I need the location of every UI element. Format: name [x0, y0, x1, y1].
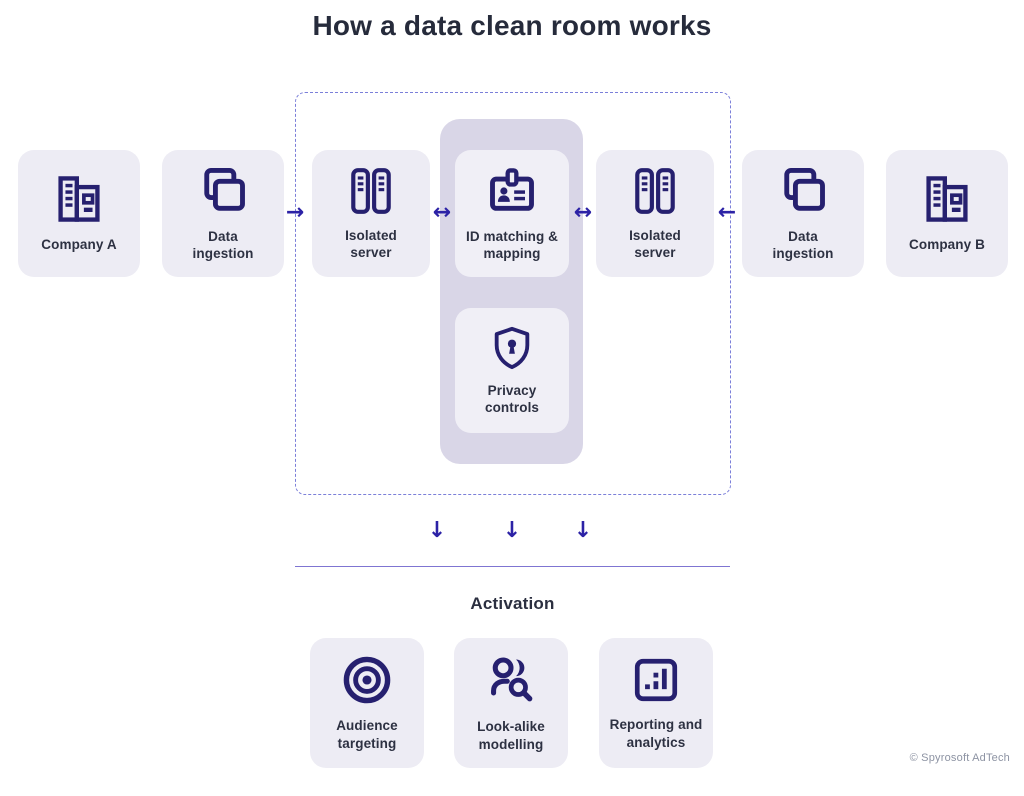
reporting-analytics-box: Reporting and analytics: [599, 638, 713, 768]
building-icon: [920, 173, 974, 225]
arrow-down-icon: ↓: [573, 518, 593, 543]
data-ingestion-left-box: Data ingestion: [162, 150, 284, 277]
page-title: How a data clean room works: [312, 10, 712, 41]
user-search-icon: [484, 653, 538, 707]
activation-heading: Activation: [470, 594, 555, 613]
arrow-bidirectional-icon: ↔: [432, 200, 452, 225]
box-label: Privacy controls: [484, 382, 540, 415]
arrow-down-icon: ↓: [427, 518, 447, 543]
box-label: Data ingestion: [192, 228, 254, 261]
arrow-right-icon: →: [285, 200, 305, 225]
clean-room-dashed-container: [295, 92, 731, 495]
server-icon: [346, 166, 396, 216]
company-a-box: Company A: [18, 150, 140, 277]
box-label: Isolated server: [629, 227, 681, 260]
box-label: Audience targeting: [336, 718, 398, 751]
isolated-server-left-box: Isolated server: [312, 150, 430, 277]
audience-targeting-box: Audience targeting: [310, 638, 424, 768]
section-divider: [295, 566, 730, 567]
server-icon: [630, 166, 680, 216]
privacy-controls-box: Privacy controls: [455, 308, 569, 433]
id-card-icon: [486, 165, 538, 217]
copy-icon: [776, 165, 830, 217]
building-icon: [52, 173, 106, 225]
box-label: Reporting and analytics: [609, 717, 703, 750]
arrow-bidirectional-icon: ↔: [573, 200, 593, 225]
box-label: Company B: [909, 237, 985, 253]
arrow-down-icon: ↓: [502, 518, 522, 543]
copyright-text: © Spyrosoft AdTech: [909, 752, 1010, 764]
box-label: ID matching & mapping: [465, 228, 559, 261]
box-label: Look-alike modelling: [477, 719, 545, 752]
bar-chart-icon: [631, 655, 681, 705]
copy-icon: [196, 165, 250, 217]
target-icon: [341, 654, 393, 706]
isolated-server-right-box: Isolated server: [596, 150, 714, 277]
id-matching-box: ID matching & mapping: [455, 150, 569, 277]
arrow-left-icon: ←: [717, 200, 737, 225]
look-alike-modelling-box: Look-alike modelling: [454, 638, 568, 768]
data-ingestion-right-box: Data ingestion: [742, 150, 864, 277]
shield-keyhole-icon: [489, 325, 535, 371]
box-label: Data ingestion: [772, 228, 834, 261]
box-label: Isolated server: [345, 227, 397, 260]
box-label: Company A: [41, 237, 117, 253]
company-b-box: Company B: [886, 150, 1008, 277]
